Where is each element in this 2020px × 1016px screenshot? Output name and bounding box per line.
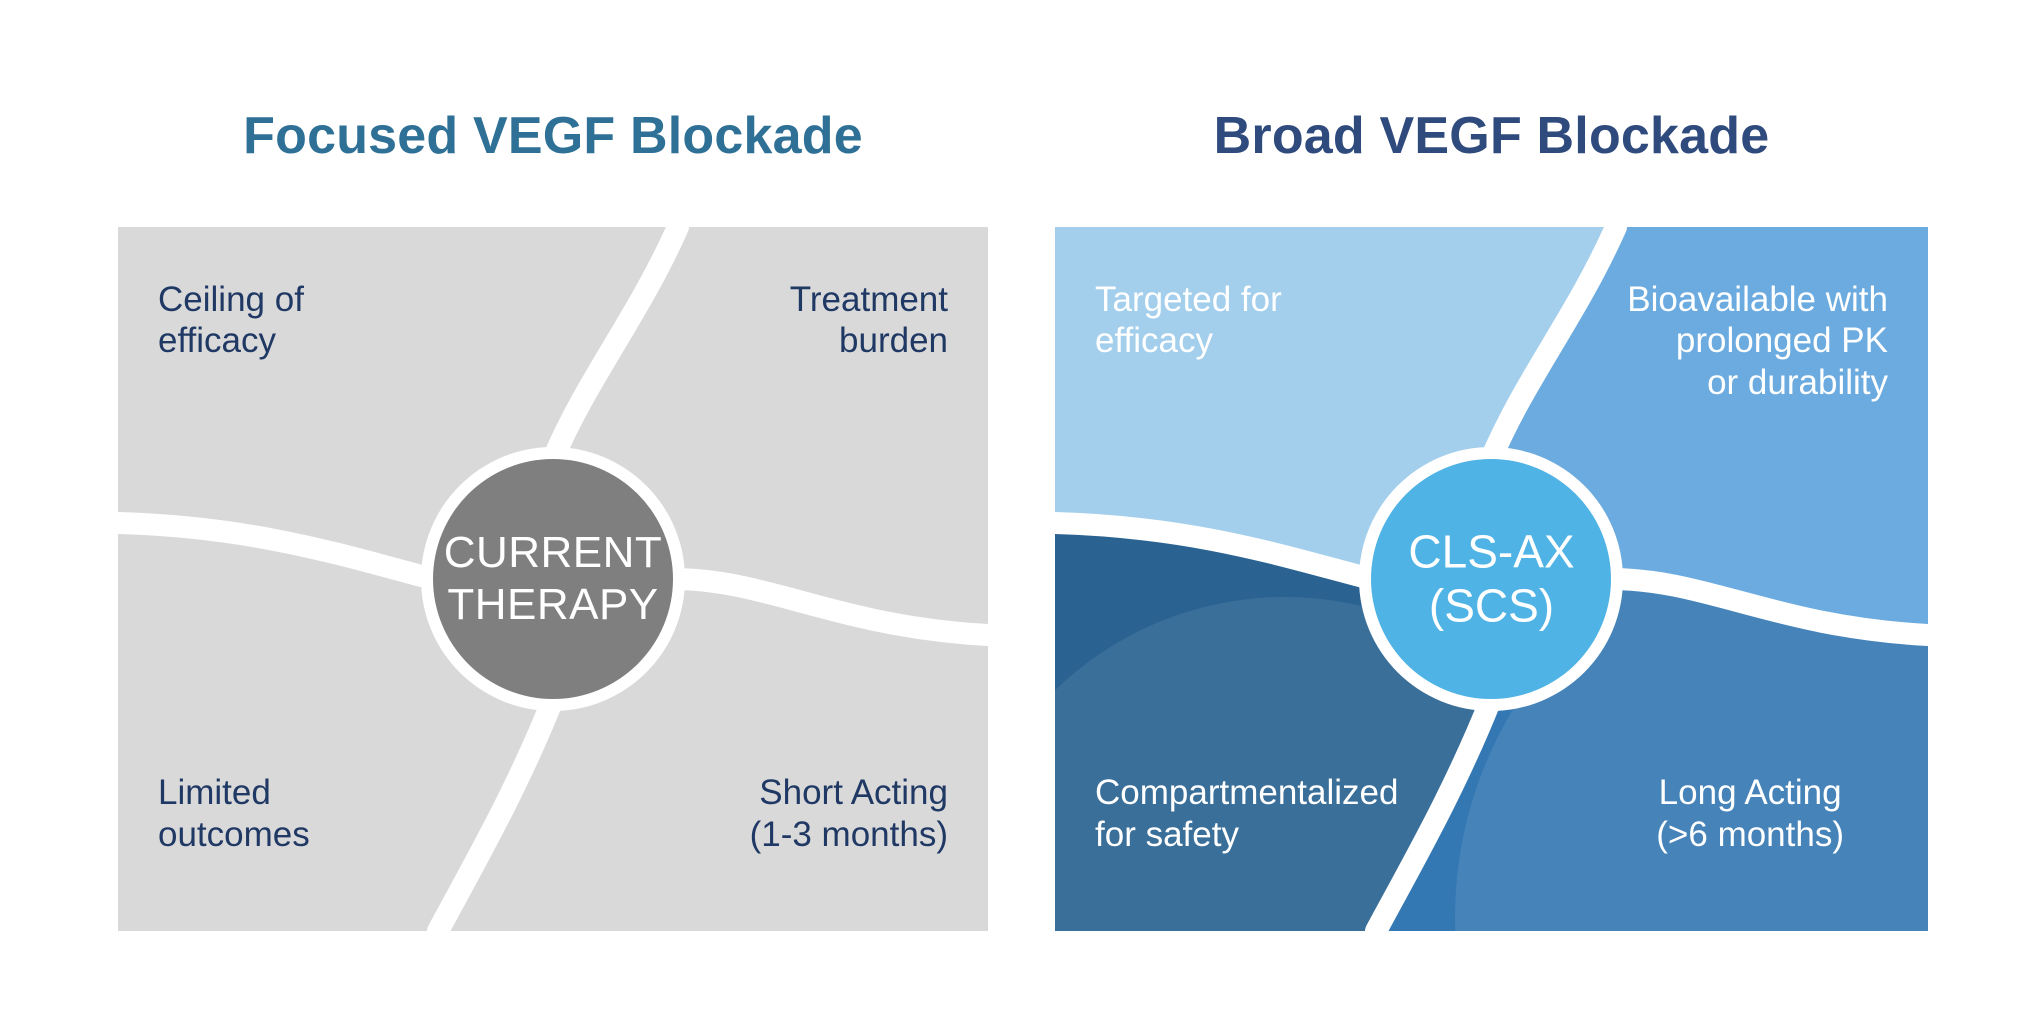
quadrant-highlight-bottom-left [1055,597,1491,931]
pinwheel-arc-right [1600,568,1928,646]
pinwheel-arc-top [1480,227,1627,470]
pinwheel-arc-top [542,227,689,470]
pinwheel-arc-bottom [427,688,564,931]
pinwheel-graphic-focused [118,227,988,931]
pinwheel-arc-left [1055,512,1382,590]
hub-circle-broad [1371,459,1611,699]
hub-circle-focused [433,459,673,699]
pinwheel-graphic-broad [1055,227,1928,931]
pinwheel-arc-right [662,568,988,646]
pinwheel-arc-left [118,512,444,590]
panel-title-broad: Broad VEGF Blockade [1213,107,1770,165]
panel-title-focused: Focused VEGF Blockade [243,107,863,165]
pinwheel-broad: Targeted for efficacy Bioavailable with … [1055,227,1928,931]
quadrant-highlight-bottom-right [1455,579,1928,931]
pinwheel-focused: Ceiling of efficacy Treatment burden Lim… [118,227,988,931]
pinwheel-arc-bottom [1365,688,1502,931]
